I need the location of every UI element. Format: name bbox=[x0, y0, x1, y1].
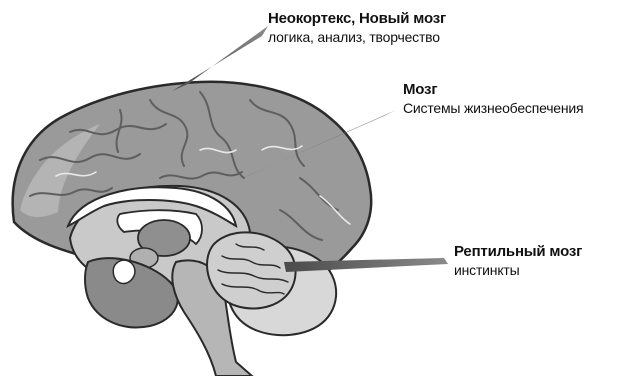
hippocampus bbox=[113, 260, 135, 283]
label-neocortex: Неокортекс, Новый мозг логика, анализ, т… bbox=[268, 10, 446, 46]
label-neocortex-title: Неокортекс, Новый мозг bbox=[268, 10, 446, 28]
label-reptilian: Рептильный мозг инстинкты bbox=[454, 243, 582, 279]
label-brain: Мозг Системы жизнеобеспечения bbox=[403, 81, 583, 117]
label-reptilian-title: Рептильный мозг bbox=[454, 243, 582, 261]
label-brain-title: Мозг bbox=[403, 81, 583, 99]
label-neocortex-description: логика, анализ, творчество bbox=[268, 28, 446, 46]
label-reptilian-description: инстинкты bbox=[454, 261, 582, 279]
label-brain-description: Системы жизнеобеспечения bbox=[403, 99, 583, 117]
